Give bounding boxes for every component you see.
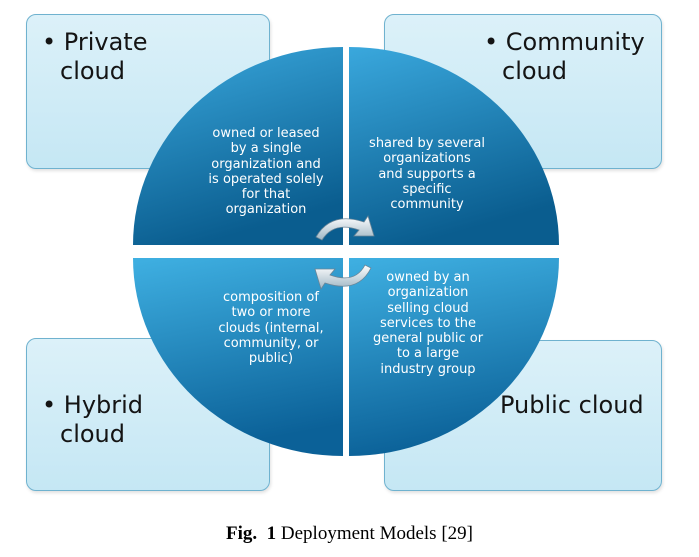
public-desc-line: owned by an — [386, 270, 470, 285]
private-cloud-title: • Private cloud — [42, 28, 147, 86]
caption-text: Deployment Models [29] — [280, 523, 473, 544]
community-title-line-2: cloud — [502, 57, 567, 85]
public-desc-line: selling cloud — [387, 300, 469, 316]
private-cloud-description: owned or leased by a single organization… — [192, 126, 340, 218]
private-desc-line: for that — [241, 187, 291, 203]
public-title-line-1: Public cloud — [500, 391, 644, 419]
private-desc-line: owned or leased — [212, 126, 320, 141]
caption-prefix: Fig. — [226, 523, 258, 544]
community-desc-line: and supports a — [378, 166, 476, 182]
public-desc-line: industry group — [380, 361, 476, 377]
public-desc-line: to a large — [396, 346, 460, 362]
community-title-line-1: • Community — [484, 28, 645, 56]
hybrid-cloud-description: composition of two or more clouds (inter… — [196, 290, 346, 366]
hybrid-desc-line: community, or — [223, 335, 319, 351]
private-title-line-2: cloud — [60, 57, 125, 85]
community-cloud-description: shared by several organizations and supp… — [352, 136, 502, 212]
public-cloud-title: Public cloud — [500, 391, 644, 420]
hybrid-title-line-1: • Hybrid — [42, 391, 144, 419]
public-desc-line: general public or — [372, 331, 484, 347]
private-title-line-1: • Private — [42, 28, 148, 56]
public-quadrant — [349, 258, 559, 456]
cycle-arrows-icon — [314, 215, 375, 290]
public-cloud-description: owned by an organization selling cloud s… — [352, 270, 504, 377]
hybrid-quadrant — [133, 258, 343, 456]
community-desc-line: organizations — [383, 151, 471, 167]
hybrid-desc-line: public) — [248, 351, 294, 367]
community-quadrant — [349, 47, 559, 245]
hybrid-desc-line: clouds (internal, — [218, 320, 324, 336]
caption-number: 1 — [266, 523, 277, 544]
hybrid-desc-line: composition of — [223, 290, 319, 305]
community-desc-line: specific — [402, 181, 452, 197]
hybrid-cloud-title: • Hybrid cloud — [42, 391, 143, 449]
hybrid-title-line-2: cloud — [60, 420, 125, 448]
community-desc-line: community — [390, 197, 464, 213]
hybrid-desc-line: two or more — [231, 305, 311, 321]
public-desc-line: organization — [387, 285, 469, 301]
public-desc-line: services to the — [380, 315, 476, 331]
private-desc-line: organization — [225, 202, 307, 218]
private-desc-line: organization and — [211, 156, 321, 172]
community-desc-line: shared by several — [369, 136, 485, 151]
cycle-arrow-top-icon — [315, 215, 375, 241]
cycle-arrow-bottom-icon — [314, 264, 372, 290]
community-cloud-title: • Community cloud — [484, 28, 645, 86]
figure-caption: Fig. 1 Deployment Models [29] — [0, 523, 699, 545]
private-desc-line: is operated solely — [208, 171, 324, 187]
private-quadrant — [133, 47, 343, 245]
private-desc-line: by a single — [230, 141, 302, 157]
